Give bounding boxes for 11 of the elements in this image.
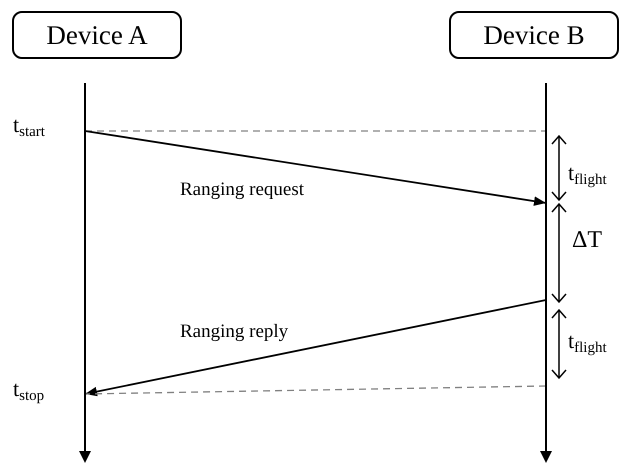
dashed-line [84,385,546,395]
lifeline-arrow [540,83,552,463]
time-label: ΔT [572,228,602,252]
edge-label: Ranging request [180,180,304,199]
time-label: t$_{start}$ [13,114,45,136]
message-arrow [84,299,546,396]
device-box: Device B [449,11,619,59]
device-box: Device A [12,11,182,59]
lifeline-arrow [79,83,91,463]
edge-label: Ranging reply [180,322,288,341]
message-arrow [84,130,546,206]
